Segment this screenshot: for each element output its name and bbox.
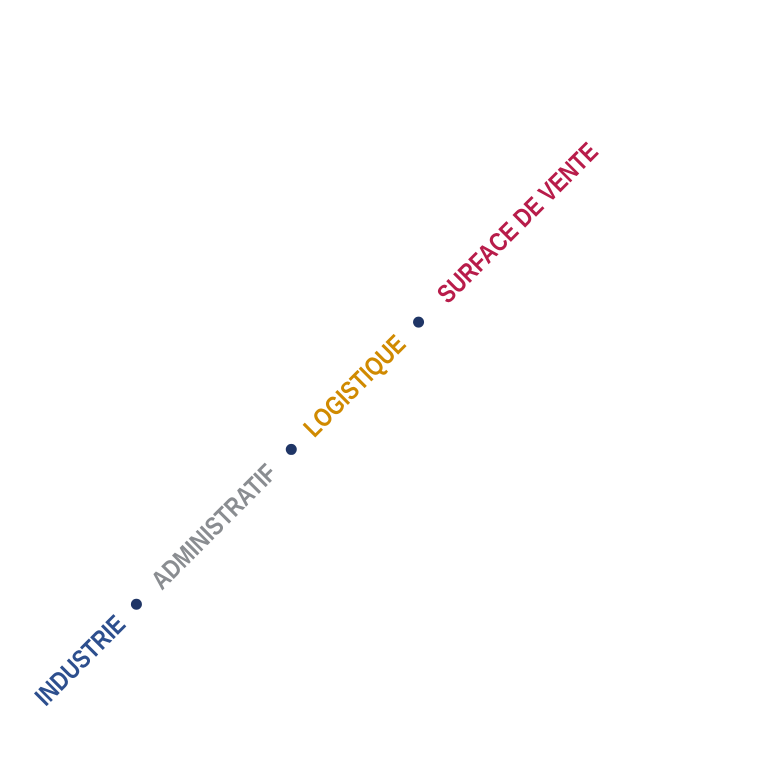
separator-dot-3: [410, 314, 426, 330]
separator-dot-2: [283, 441, 299, 457]
sector-logistique: LOGISTIQUE: [297, 328, 412, 443]
sector-surface-de-vente: SURFACE DE VENTE: [430, 136, 604, 310]
separator-dot-1: [128, 596, 144, 612]
sector-industrie: INDUSTRIE: [28, 608, 132, 712]
sector-administratif: ADMINISTRATIF: [145, 457, 283, 595]
sector-tagline: INDUSTRIE ADMINISTRATIF LOGISTIQUE SURFA…: [21, 121, 619, 719]
